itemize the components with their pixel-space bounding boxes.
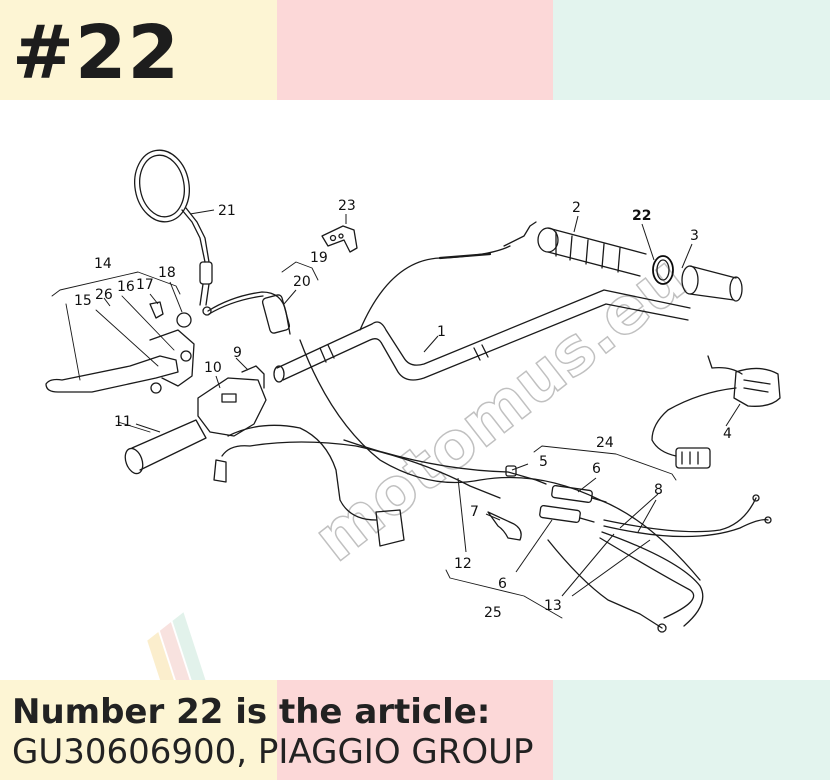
label-7: 7 [470, 504, 479, 520]
band-cell-yellow [0, 0, 277, 100]
throttle-cable [299, 221, 701, 581]
label-8: 8 [654, 482, 663, 498]
label-23: 23 [338, 198, 356, 214]
label-1: 1 [437, 324, 446, 340]
header-color-band [0, 0, 830, 100]
left-switch-part-10 [197, 365, 267, 437]
label-18: 18 [158, 265, 176, 281]
label-12: 12 [454, 556, 472, 572]
leader-lines [103, 209, 741, 597]
exploded-parts-diagram: motomus.eu 21 23 2 22 3 14 19 20 18 [45, 149, 781, 680]
cable-part-20 [202, 291, 291, 335]
label-21: 21 [218, 203, 236, 219]
caption-cell-mint [553, 680, 830, 780]
caption-color-band [0, 680, 830, 780]
clamp-part-23 [321, 225, 358, 253]
label-13: 13 [544, 598, 562, 614]
caption-cell-pink [277, 680, 553, 780]
mirror-part-21 [134, 149, 213, 306]
clip-part-7 [487, 511, 522, 541]
band-cell-pink [277, 0, 553, 100]
part-number-title: #22 [12, 10, 180, 96]
label-19: 19 [310, 250, 328, 266]
label-6-bottom: 6 [498, 576, 507, 592]
label-6-top: 6 [592, 461, 601, 477]
grip-part-3 [681, 265, 743, 302]
label-16: 16 [117, 279, 135, 295]
caption-article: GU30606900, PIAGGIO GROUP [12, 732, 534, 772]
label-9: 9 [233, 345, 242, 361]
label-10: 10 [204, 360, 222, 376]
label-22: 22 [632, 208, 651, 224]
label-2: 2 [572, 200, 581, 216]
label-5: 5 [539, 454, 548, 470]
label-25: 25 [484, 605, 502, 621]
label-11: 11 [114, 414, 132, 430]
band-cell-mint [553, 0, 830, 100]
connector-part-6 [539, 485, 607, 523]
right-switch-part-4 [651, 355, 781, 469]
label-15: 15 [74, 293, 92, 309]
ring-part-22[interactable] [652, 255, 674, 285]
cable-end-part-5 [343, 439, 547, 485]
label-26: 26 [95, 287, 113, 303]
lever-assembly-part-14 [45, 301, 195, 394]
caption-heading: Number 22 is the article: [12, 692, 491, 732]
label-4: 4 [723, 426, 732, 442]
part-labels: 21 23 2 22 3 14 19 20 18 17 16 26 15 1 9… [74, 198, 732, 621]
throttle-grip-part-2 [537, 227, 647, 277]
label-14: 14 [94, 256, 112, 272]
motomus-watermark: motomus.eu [147, 241, 701, 680]
handlebar-part-1 [273, 289, 691, 383]
group-bracket-lines [51, 261, 677, 619]
left-grip-part-11 [124, 419, 207, 475]
label-17: 17 [136, 277, 154, 293]
label-24: 24 [596, 435, 614, 451]
label-20: 20 [293, 274, 311, 290]
label-3: 3 [690, 228, 699, 244]
cables-part-8-13 [547, 494, 772, 633]
caption-cell-yellow [0, 680, 277, 780]
left-switch-wiring [213, 424, 501, 547]
